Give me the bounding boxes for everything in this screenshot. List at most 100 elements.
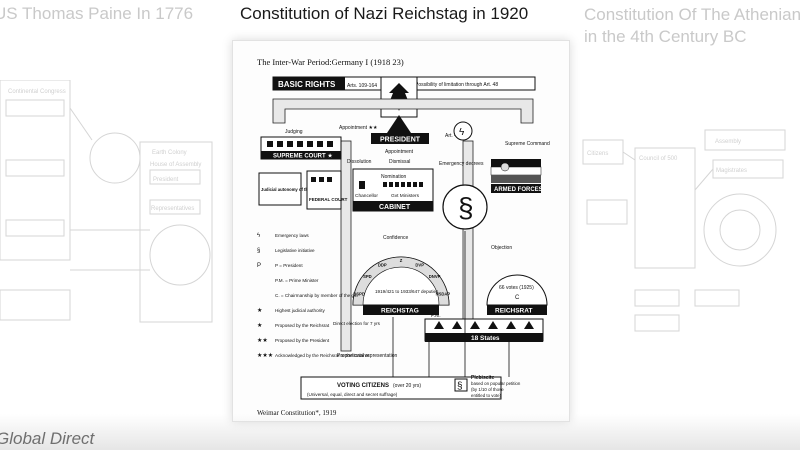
plebiscite-note-1: based on popular petition: [471, 381, 521, 386]
legend-symbol: ★: [257, 307, 262, 314]
voting-citizens-label: VOTING CITIZENS: [337, 383, 389, 389]
legend-text: Proposed by the President: [275, 338, 330, 343]
legend-symbol: P: [257, 263, 261, 269]
reichstag-seats-label: 1919/421 to 1933/647 deputies: [375, 289, 439, 294]
legend-text: Acknowledged by the Reichsrat or the Cab…: [275, 353, 370, 358]
president-triangle-icon: [387, 115, 411, 133]
legend-symbol: ★: [257, 322, 262, 329]
legend-text: Legislative initiative: [275, 248, 315, 253]
direct-election-label: Direct election for 7 yrs: [333, 321, 381, 326]
appointment-label: Appointment: [385, 149, 414, 155]
dismissal-label: Dismissal: [389, 159, 410, 165]
left-diagram-label: Continental Congress: [8, 89, 66, 95]
left-diagram-label: House of Assembly: [150, 162, 201, 168]
right-pillar: [462, 140, 474, 332]
basic-rights-label-box: [273, 77, 345, 90]
election-arrows: [392, 231, 510, 377]
proportional-label: Proportional representation: [337, 353, 398, 359]
voting-citizens-box: [300, 376, 502, 400]
left-diagram-label: Earth Colony: [152, 150, 187, 156]
emergency-decrees-label: Emergency decrees: [439, 161, 484, 167]
eagle-emblem-icon: [380, 76, 418, 118]
reichsrat-label: REICHSRAT: [495, 308, 532, 315]
right-slide-caption: Constitution Of The Athenians in the 4th…: [584, 4, 800, 48]
legend-symbol: §: [257, 248, 260, 254]
basic-rights-note: Possibility of limitation through Art. 4…: [415, 82, 498, 88]
legend-symbol: ϟ: [257, 233, 261, 239]
judicial-autonomy-box: [258, 172, 302, 206]
judges-row-icon: [267, 141, 333, 147]
plebiscite-seal-glyph: §: [457, 381, 463, 392]
reichstag-label: REICHSTAG: [381, 308, 419, 315]
legend-text: P.M. = Prime Minister: [275, 278, 319, 283]
document-footer: Weimar Constitution*, 1919: [257, 409, 337, 417]
cabinet-label: CABINET: [379, 204, 411, 211]
constitution-diagram-page: The Inter-War Period:Germany I (1918 23)…: [232, 40, 570, 422]
legend-text: Highest judicial authority: [275, 308, 325, 313]
armed-forces-label-box: [491, 184, 541, 193]
watermark-logo: Global Direct: [0, 429, 95, 448]
supreme-court-label: SUPREME COURT ★: [273, 153, 333, 160]
reichsrat-label-box: [487, 305, 547, 315]
pm-label: P.M.: [431, 313, 441, 319]
left-diagram-label: Representatives: [151, 206, 194, 212]
left-diagram-label: President: [153, 177, 179, 183]
plebiscite-seal-icon: [454, 378, 468, 392]
federal-court-label: FEDERAL COURT: [309, 197, 348, 202]
right-caption-line-2: in the 4th Century BC: [584, 27, 747, 46]
ministers-row-icon: [359, 181, 423, 189]
right-diagram-label: Council of 500: [639, 156, 678, 162]
armed-forces-label: ARMED FORCES: [494, 187, 543, 193]
legend-text: Emergency laws: [275, 233, 309, 238]
states-label: 18 States: [471, 335, 500, 342]
party-label: USPD: [353, 291, 365, 296]
reichsrat-votes-label: 66 votes (1925): [499, 285, 534, 291]
supreme-command-label: Supreme Command: [505, 141, 550, 147]
reichstag-outer-band: [352, 256, 450, 306]
plebiscite-label: Plebiscite: [471, 375, 495, 381]
left-faded-diagram: Continental Congress Earth Colony House …: [0, 79, 232, 340]
judicial-autonomy-label: Judicial autonomy of the States: [261, 187, 325, 192]
supreme-court-label-box: [261, 151, 341, 159]
right-faded-diagram: Citizens Council of 500 Assembly Magistr…: [575, 100, 800, 340]
federal-judges-icon: [311, 177, 332, 182]
legislation-circle: [442, 184, 488, 230]
legend-text: C. = Chairmanship by member of the gvt: [275, 293, 358, 298]
art48-label: Art. 48: [445, 133, 460, 139]
legend-symbol: ★★: [257, 337, 268, 344]
emergency-law-seal-icon: [453, 121, 473, 141]
left-slide-caption: US Thomas Paine In 1776: [0, 4, 194, 23]
states-label-box: [425, 333, 543, 342]
gvt-ministers-label: Gvt Ministers: [391, 193, 420, 199]
cabinet-label-box: [353, 201, 433, 211]
party-label: SPD: [363, 274, 372, 279]
legislation-paragraph-icon: §: [458, 192, 474, 223]
plebiscite-note-3: entitled to vote): [471, 393, 502, 398]
nomination-label: Nomination: [381, 174, 407, 180]
plebiscite-note-2: (by 1/10 of those: [471, 387, 504, 392]
emergency-law-seal-glyph: ϟ: [459, 127, 465, 138]
reichsrat-chair-label: C: [515, 295, 520, 301]
federal-court-box: [306, 170, 342, 210]
party-label: DNVP: [429, 274, 441, 279]
legend-text: P = President: [275, 263, 303, 268]
center-slide-caption: Constitution of Nazi Reichstag in 1920: [240, 4, 529, 23]
president-label: PRESIDENT: [380, 137, 421, 144]
basic-rights-ref: Arts. 109-164: [347, 83, 377, 89]
right-diagram-label: Assembly: [715, 139, 741, 145]
party-label: NSDAP: [436, 291, 451, 296]
president-box: [371, 133, 429, 144]
reichsrat-hemicycle: [486, 274, 548, 306]
basic-rights-label: BASIC RIGHTS: [278, 80, 336, 89]
judging-label: Judging: [285, 129, 303, 135]
legend-symbol: ★★★: [257, 352, 273, 359]
suffrage-label: (Universal, equal, direct and secret suf…: [307, 392, 398, 397]
party-label: DDP: [378, 262, 387, 267]
left-pillar: [340, 140, 352, 352]
chancellor-label: Chancellor: [355, 193, 378, 199]
right-diagram-label: Citizens: [587, 151, 608, 157]
voting-age-label: (over 20 yrs): [393, 383, 421, 389]
right-caption-line-1: Constitution Of The Athenians: [584, 5, 800, 24]
